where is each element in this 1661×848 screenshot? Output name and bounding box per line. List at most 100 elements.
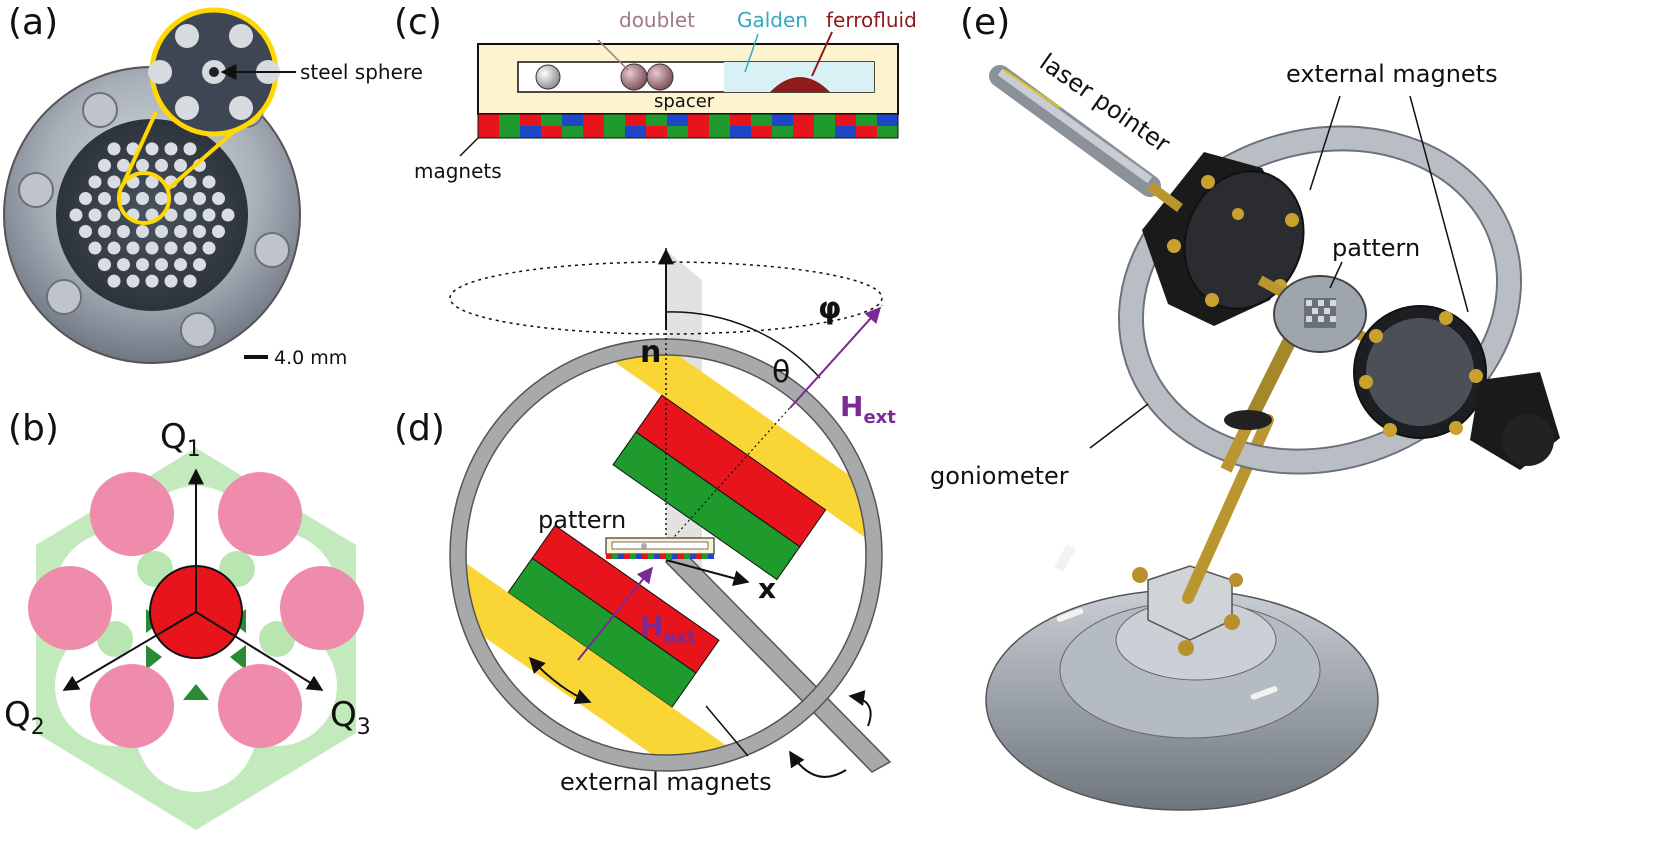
hole — [107, 175, 121, 189]
field-vector-upper — [789, 306, 882, 409]
panel-e: (e) — [930, 2, 1560, 811]
pink-disks — [28, 472, 364, 748]
magnet-segment — [688, 114, 709, 126]
external-magnets-label-d: external magnets — [560, 768, 772, 796]
goniometer-ring — [450, 339, 882, 771]
hole — [202, 175, 216, 189]
magnet-segment — [646, 114, 667, 126]
magnet-segment — [751, 126, 772, 138]
mini-magnet-segment — [678, 554, 684, 559]
hole — [88, 175, 102, 189]
external-magnets-label-e: external magnets — [1286, 60, 1498, 88]
magnet-strip — [477, 113, 899, 139]
magnet-segment — [667, 114, 688, 126]
doublet-sphere-2 — [646, 63, 674, 91]
mini-magnet-segment — [690, 554, 696, 559]
q3-label: Q3 — [330, 695, 371, 740]
hole — [212, 225, 225, 239]
hole — [145, 175, 159, 189]
hole — [164, 274, 178, 288]
theta-arc — [665, 311, 821, 379]
mini-magnet-segment — [636, 554, 642, 559]
single-sphere — [535, 64, 561, 90]
mini-magnet-segment — [666, 554, 672, 559]
field-label-upper: Hext — [840, 390, 896, 428]
magnet-segment — [772, 126, 793, 138]
x-axis-label: x — [758, 572, 776, 605]
magnet-segment — [562, 114, 583, 126]
magnet-segment — [877, 126, 898, 138]
hole — [164, 142, 178, 156]
hole — [164, 241, 178, 255]
hole — [193, 258, 206, 272]
mini-magnet-segment — [624, 554, 630, 559]
magnet-segment — [793, 126, 814, 138]
hole — [136, 225, 149, 239]
panel-c: (c) doublet Galden ferrofluid spacer mag… — [394, 2, 917, 183]
hole — [174, 158, 187, 172]
hole — [98, 158, 111, 172]
mini-magnet-segment — [630, 554, 636, 559]
hole — [174, 258, 187, 272]
mini-magnet-segment — [618, 554, 624, 559]
magnet-segment — [499, 126, 520, 138]
hole — [193, 191, 206, 205]
hole — [183, 175, 197, 189]
hole — [145, 241, 159, 255]
hole — [183, 241, 197, 255]
hole — [79, 225, 92, 239]
magnet-segment — [478, 126, 499, 138]
mini-magnet-segment — [684, 554, 690, 559]
hole — [145, 274, 159, 288]
magnet-segment — [541, 126, 562, 138]
mini-magnet-segment — [612, 554, 618, 559]
magnet-segment — [814, 126, 835, 138]
mini-magnet-segment — [642, 554, 648, 559]
hole — [155, 158, 168, 172]
mini-magnet-segment — [654, 554, 660, 559]
laser-pointer-device — [989, 65, 1183, 213]
pattern-sample — [605, 537, 715, 559]
hole — [136, 258, 149, 272]
phi-label: φ — [818, 291, 841, 326]
zoom-region-small — [117, 171, 171, 225]
magnet-segment — [604, 126, 625, 138]
hole — [98, 225, 111, 239]
hole — [98, 258, 111, 272]
hole — [221, 208, 235, 222]
hole — [164, 208, 178, 222]
magnet-segment — [499, 114, 520, 126]
scale-label: 4.0 mm — [274, 347, 347, 369]
mini-magnet-segment — [606, 554, 612, 559]
magnet-segment — [541, 114, 562, 126]
magnet-segment — [625, 114, 646, 126]
spacer-label: spacer — [654, 91, 715, 112]
panel-d: (d) n — [394, 248, 896, 796]
rotation-arrow-lower — [789, 750, 847, 778]
hole — [79, 191, 92, 205]
magnet-segment — [583, 114, 604, 126]
panel-a: (a) steel sphere 4.0 m — [3, 2, 423, 369]
hole — [69, 208, 83, 222]
galden-label: Galden — [737, 8, 808, 32]
hole — [155, 191, 168, 205]
magnet-segment — [688, 126, 709, 138]
hole — [155, 258, 168, 272]
magnet-segment — [751, 114, 772, 126]
panel-b-label: (b) — [8, 408, 59, 449]
hole — [117, 258, 130, 272]
panel-a-label: (a) — [8, 2, 58, 43]
magnet-segment — [478, 114, 499, 126]
magnet-segment — [814, 114, 835, 126]
hole — [183, 142, 197, 156]
mini-magnet-segment — [660, 554, 666, 559]
hole — [202, 241, 216, 255]
hole — [107, 241, 121, 255]
pattern-label-e: pattern — [1332, 234, 1420, 262]
hole — [183, 274, 197, 288]
hole — [126, 274, 140, 288]
magnet-segment — [646, 126, 667, 138]
magnet-segment — [835, 126, 856, 138]
panel-b: (b) — [4, 408, 371, 830]
